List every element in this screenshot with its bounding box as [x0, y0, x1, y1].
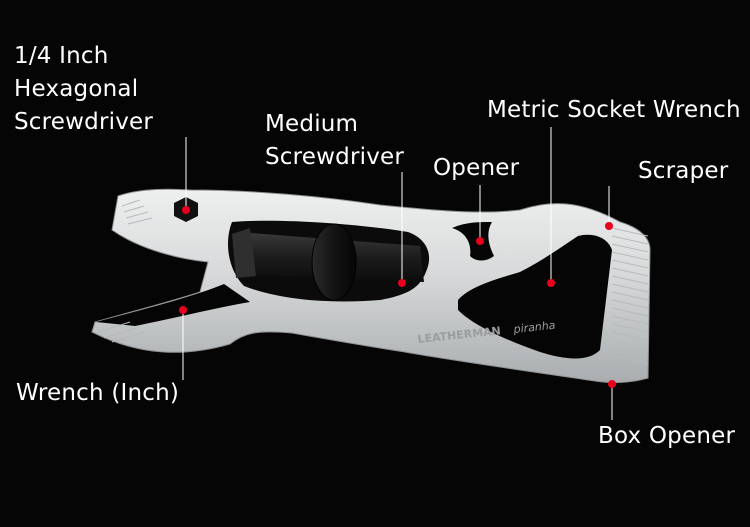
label-opener: Opener: [433, 155, 520, 181]
label-hex-line1: 1/4 Inch: [14, 43, 109, 69]
scraper-texture: [611, 227, 649, 365]
socket-wrench-cutout: [458, 234, 612, 359]
callout-lines: [182, 127, 613, 420]
opener-notch: [452, 222, 494, 261]
marker-medium: [398, 279, 406, 287]
marker-hex: [182, 206, 190, 214]
label-wrench-inch: Wrench (Inch): [16, 380, 180, 406]
label-box-opener: Box Opener: [598, 423, 736, 449]
label-medium-screwdriver: Medium Screwdriver: [265, 108, 404, 174]
wrench-texture: [97, 199, 153, 343]
label-hex-screwdriver: 1/4 Inch Hexagonal Screwdriver: [14, 40, 153, 139]
label-hex-line3: Screwdriver: [14, 109, 154, 135]
label-metric-socket-wrench: Metric Socket Wrench: [487, 97, 741, 123]
marker-wrench: [179, 306, 187, 314]
marker-scraper: [605, 222, 613, 230]
wrench-jaw-gap: [96, 284, 250, 326]
red-markers: [179, 206, 616, 388]
label-scraper: Scraper: [638, 158, 729, 184]
label-medium-line2: Screwdriver: [265, 144, 405, 170]
screwdriver-bit: [232, 223, 424, 301]
label-hex-line2: Hexagonal: [14, 76, 139, 102]
bit-collar: [311, 223, 357, 301]
label-medium-line1: Medium: [265, 111, 359, 137]
marker-opener: [476, 237, 484, 245]
brand-model: piranha: [512, 319, 556, 336]
marker-box: [608, 380, 616, 388]
marker-socket: [547, 279, 555, 287]
